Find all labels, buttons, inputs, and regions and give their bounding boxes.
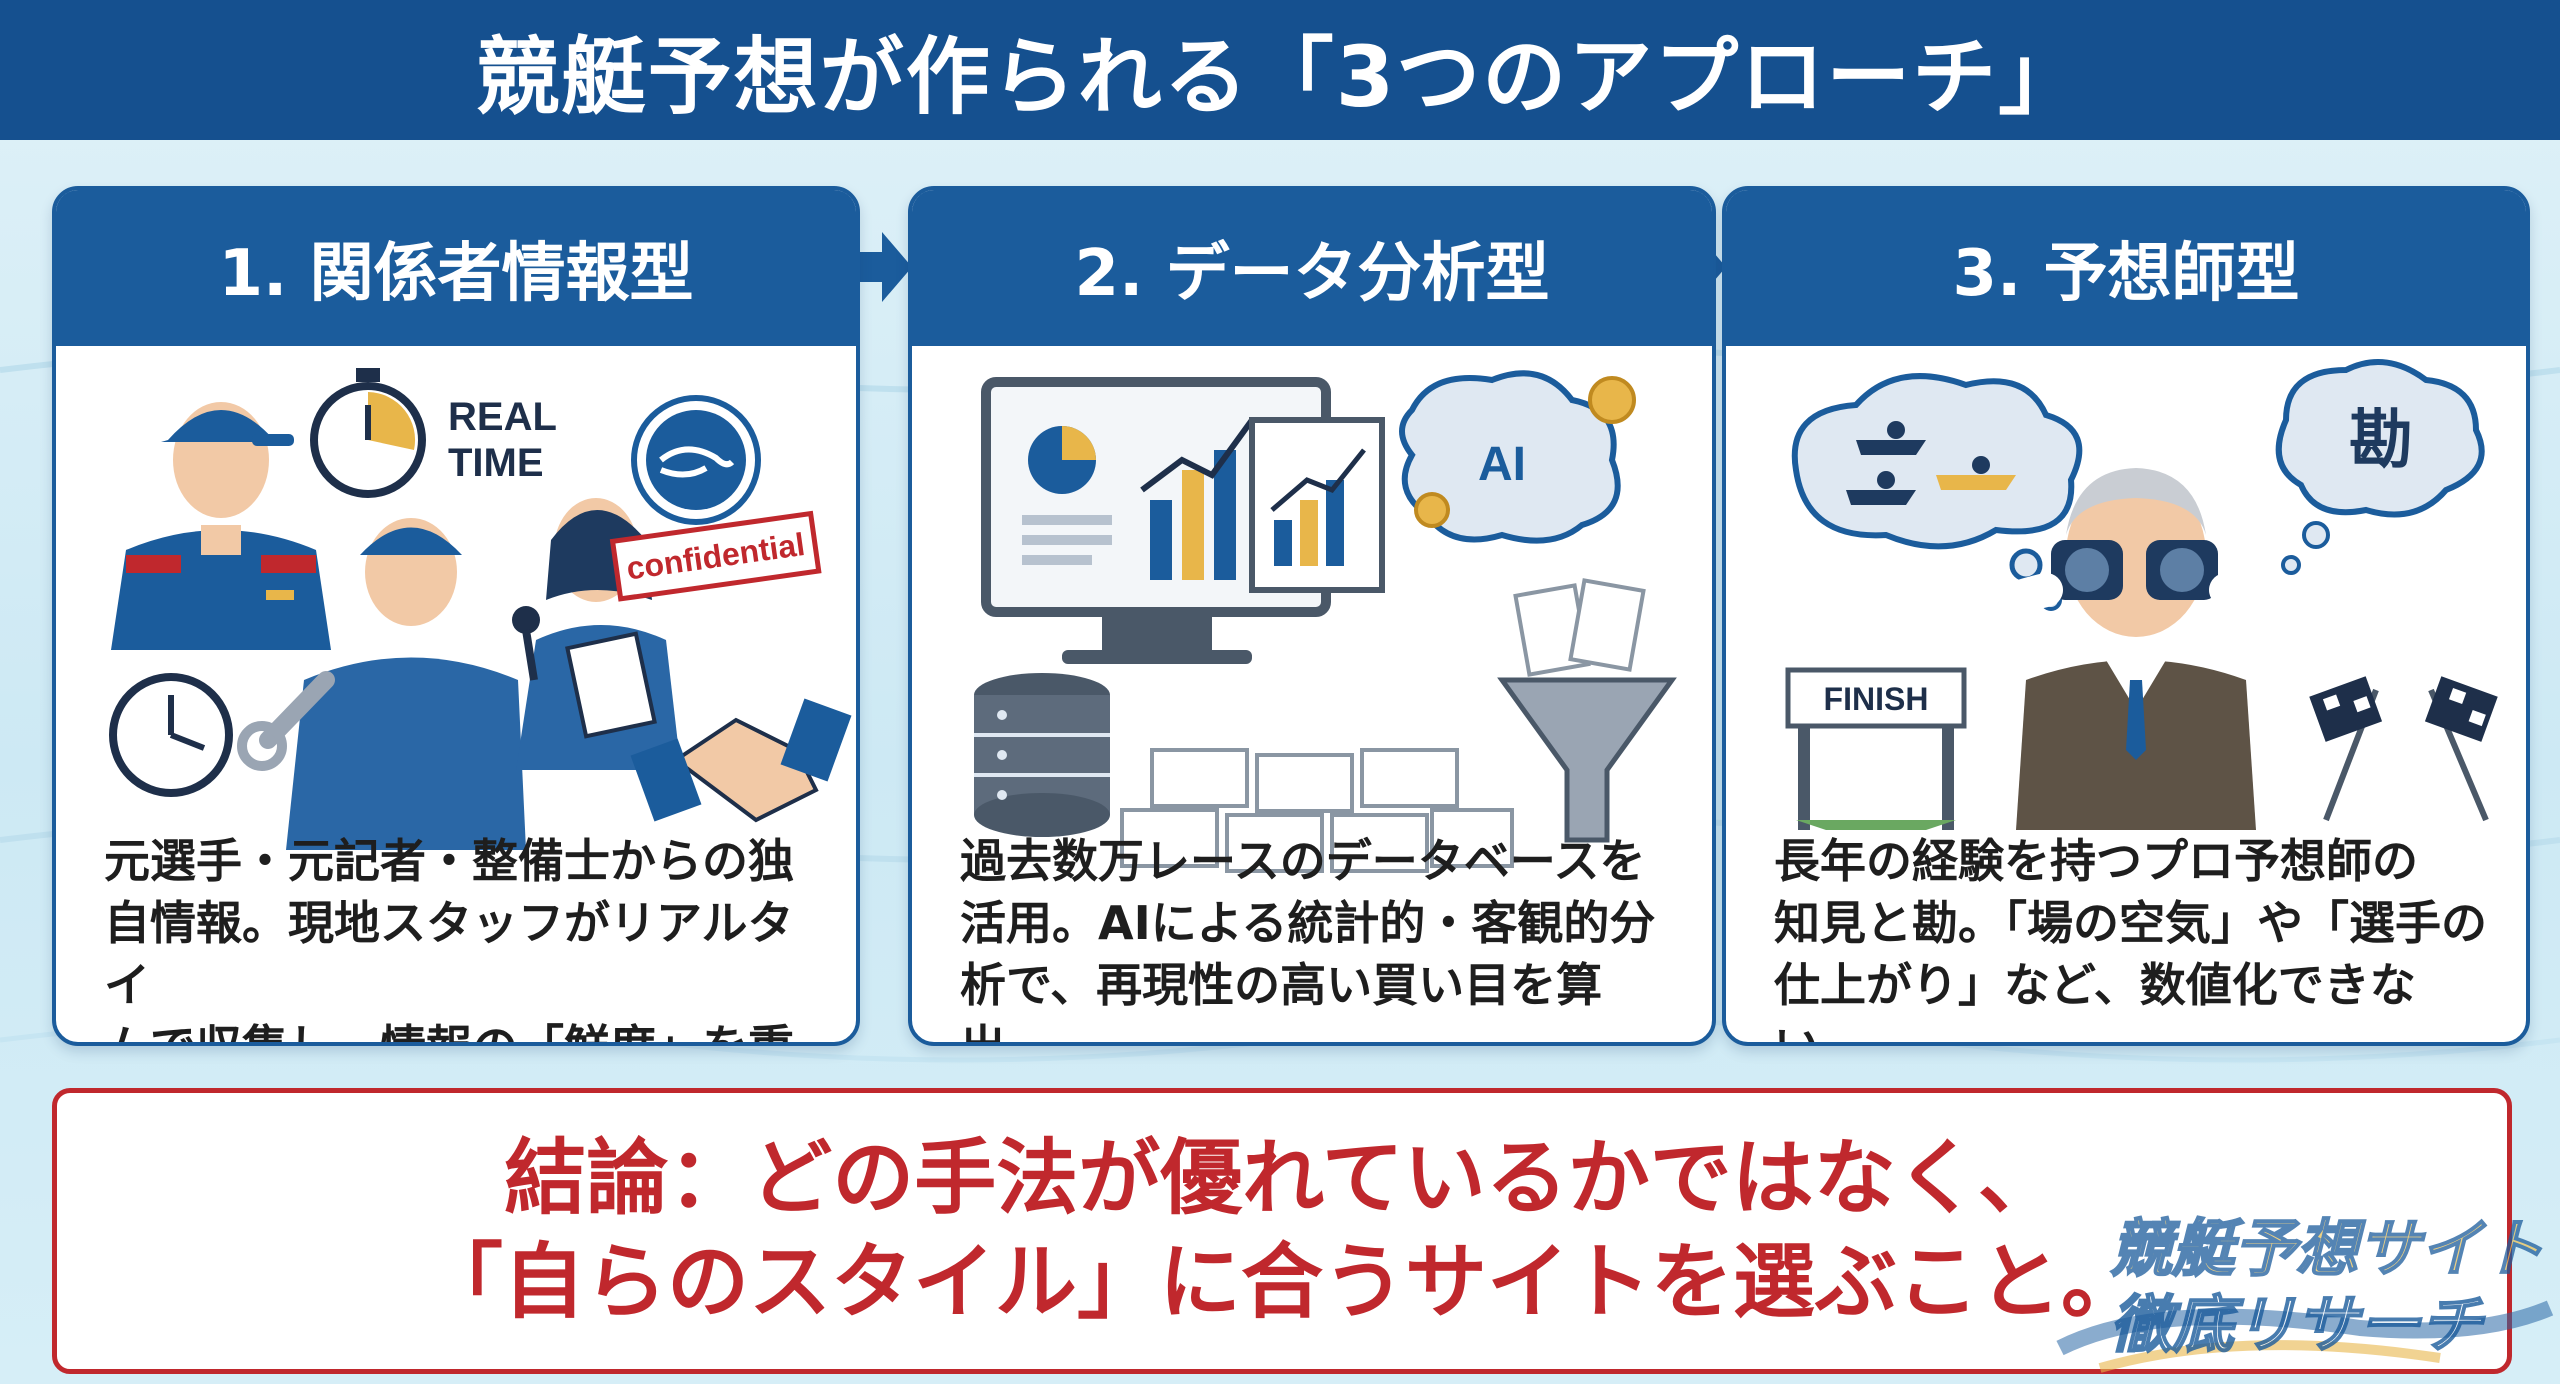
approach-card-predictor: 3. 予想師型 勘 <box>1722 186 2530 1046</box>
svg-text:競艇予想サイト: 競艇予想サイト <box>2110 1212 2544 1285</box>
betting-tickets-icon <box>1120 748 1514 873</box>
clock-icon <box>109 673 233 797</box>
checkered-flag-icon <box>2309 676 2498 822</box>
card-description: 元選手・元記者・整備士からの独 自情報。現地スタッフがリアルタイ ムで収集し、情… <box>104 834 794 1042</box>
arrow-right-icon <box>852 232 912 302</box>
funnel-icon <box>1497 578 1677 843</box>
boat-icon <box>1846 421 2016 505</box>
svg-text:FINISH: FINISH <box>1824 681 1929 717</box>
approach-card-insider: 1. 関係者情報型 REAL TIME <box>52 186 860 1046</box>
stopwatch-icon <box>310 368 426 498</box>
card-title: 1. 関係者情報型 <box>56 190 856 346</box>
approach-card-data: 2. データ分析型 AI <box>908 186 1716 1046</box>
insider-illustration: REAL TIME confidential <box>109 368 852 850</box>
header-bar: 競艇予想が作られる「3つのアプローチ」 <box>0 0 2560 140</box>
finish-sign-icon: FINISH <box>1785 667 1967 830</box>
card-description: 長年の経験を持つプロ予想師の 知見と勘。「場の空気」や「選手の 仕上がり」など、… <box>1774 834 2487 1042</box>
handshake-badge-icon <box>631 395 761 525</box>
svg-text:徹底リサーチ: 徹底リサーチ <box>2110 1288 2485 1361</box>
realtime-label: REAL <box>448 395 557 439</box>
monitor-icon <box>981 377 1331 664</box>
predictor-person-icon <box>1958 468 2314 830</box>
card-title: 2. データ分析型 <box>912 190 1712 346</box>
site-logo-watermark: 競艇予想サイト 徹底リサーチ <box>2056 1211 2554 1373</box>
card-title: 3. 予想師型 <box>1726 190 2526 346</box>
svg-text:AI: AI <box>1478 438 1526 491</box>
data-illustration: AI <box>974 370 1677 873</box>
binoculars-icon <box>2051 540 2218 600</box>
page-title: 競艇予想が作られる「3つのアプローチ」 <box>475 27 2085 126</box>
report-document-icon <box>1249 417 1385 593</box>
boat-race-thought-bubble <box>1791 373 2083 611</box>
intuition-thought-bubble: 勘 <box>2275 359 2485 575</box>
realtime-label: TIME <box>448 441 544 485</box>
predictor-illustration: 勘 FINISH <box>1785 359 2498 830</box>
handshake-icon <box>630 698 852 823</box>
conclusion-line: 結論：どの手法が優れているかではなく、 <box>504 1131 2060 1226</box>
mechanic-icon <box>237 518 526 850</box>
ai-brain-icon: AI <box>1399 370 1636 544</box>
database-icon <box>974 673 1110 837</box>
confidential-stamp: confidential <box>609 510 822 602</box>
svg-text:勘: 勘 <box>2349 404 2413 478</box>
staff-person-icon <box>111 402 331 650</box>
conclusion-line: 「自らのスタイル」に合うサイトを選ぶこと。 <box>420 1235 2143 1330</box>
card-description: 過去数万レースのデータベースを 活用。AIによる統計的・客観的分 析で、再現性の… <box>960 834 1656 1042</box>
